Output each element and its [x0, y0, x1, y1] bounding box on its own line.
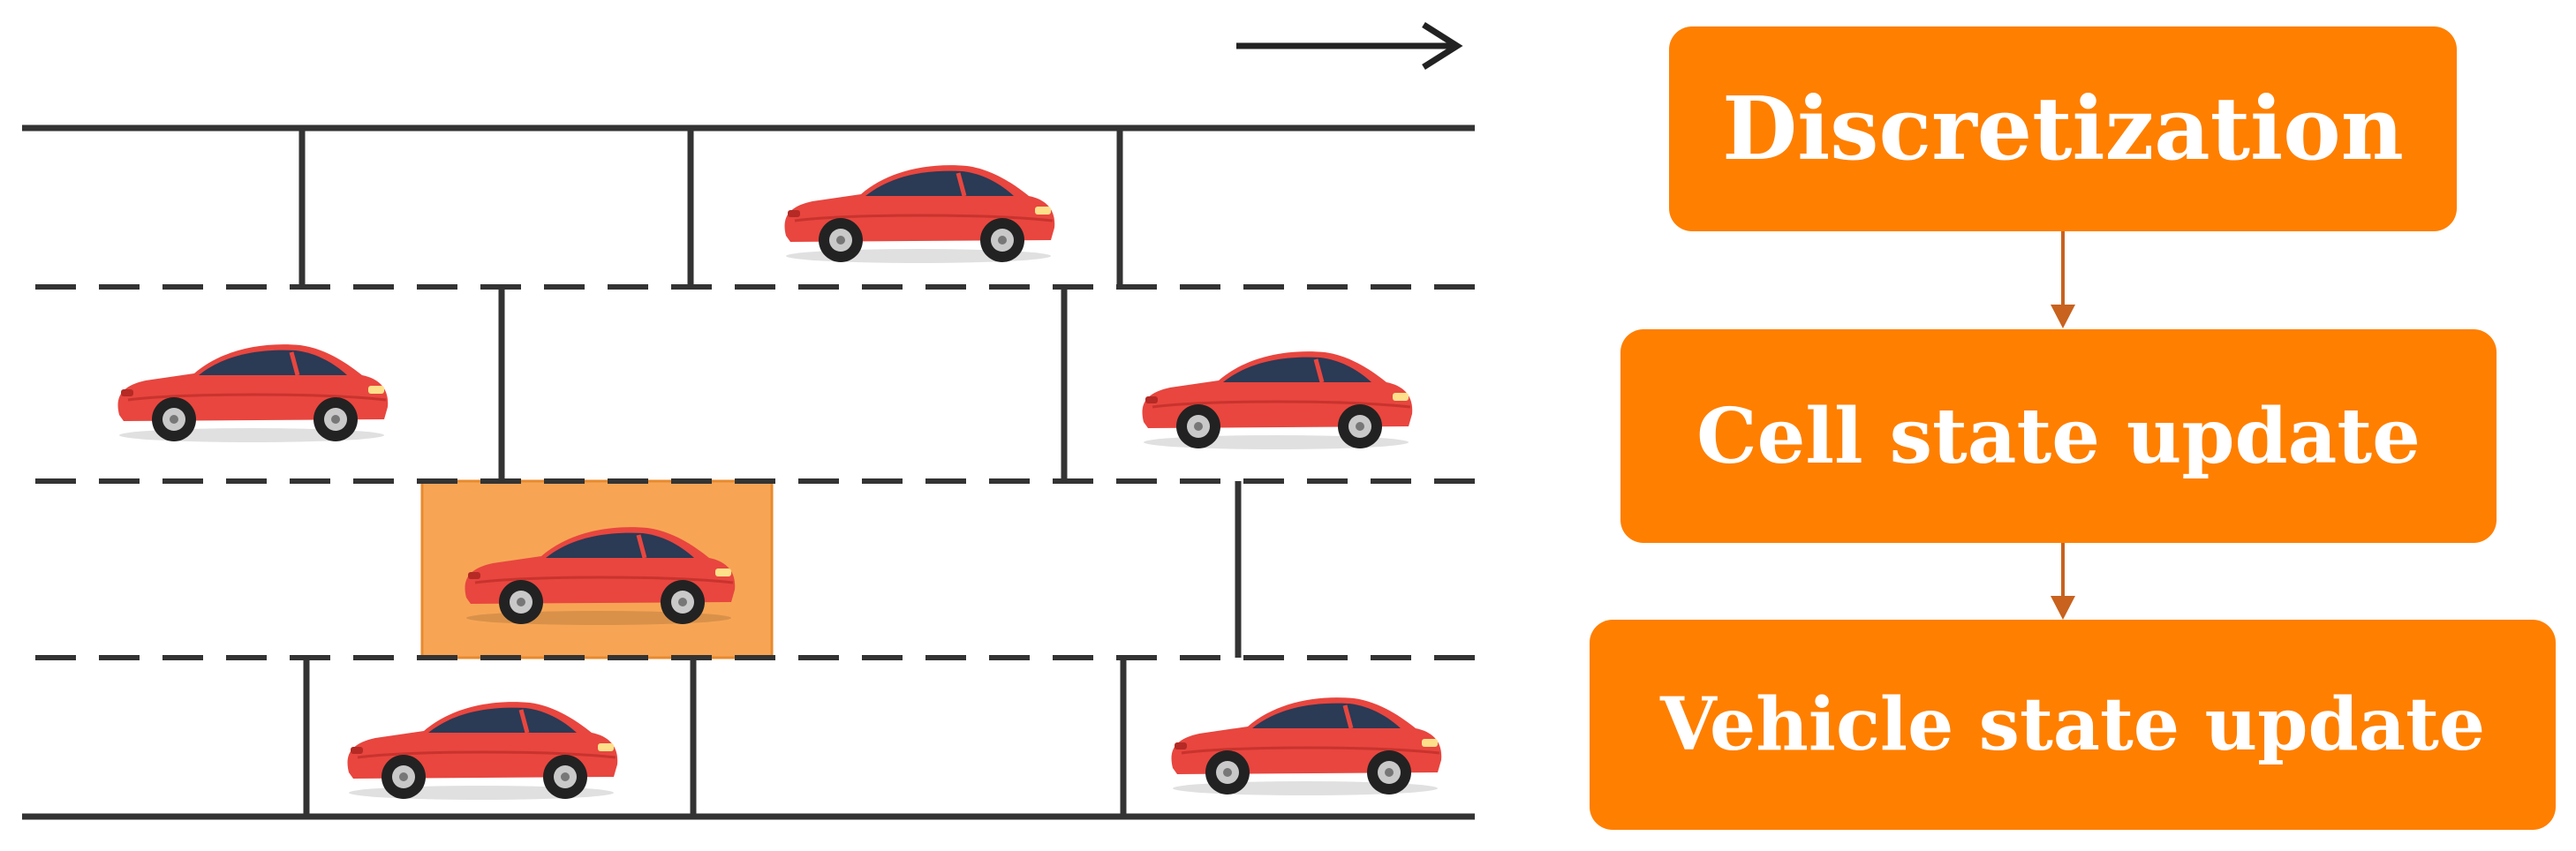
step-vehicle-state-update: Vehicle state update	[1590, 620, 2556, 830]
step-label: Discretization	[1722, 78, 2404, 180]
arrow-right-icon	[1236, 22, 1463, 70]
step-discretization: Discretization	[1669, 26, 2457, 231]
connector-arrow	[2051, 543, 2075, 620]
connector-arrow	[2051, 231, 2075, 328]
car-icon	[785, 165, 1055, 263]
car-icon	[1172, 697, 1442, 795]
car-icon	[118, 344, 389, 442]
step-label: Cell state update	[1696, 391, 2421, 481]
step-cell-state-update: Cell state update	[1620, 329, 2497, 543]
car-icon	[1143, 351, 1413, 449]
step-label: Vehicle state update	[1659, 682, 2486, 767]
car-icon	[348, 702, 618, 800]
